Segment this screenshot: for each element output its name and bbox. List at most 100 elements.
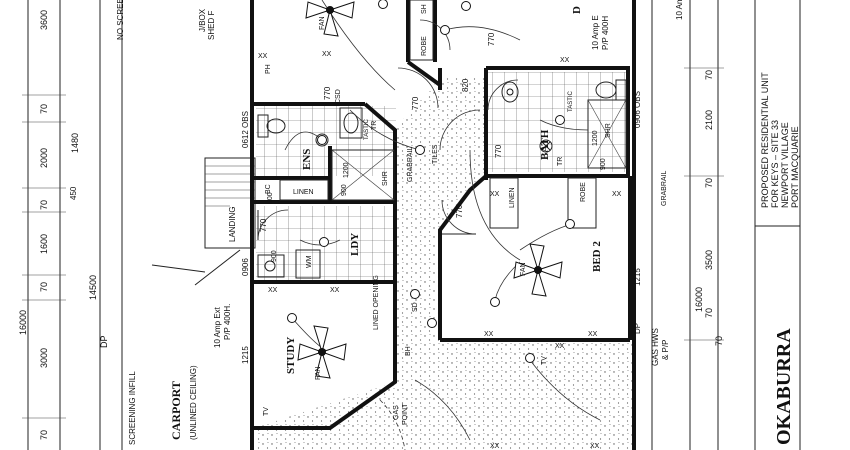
title-line-2: FOR KEYS – SITE 33 xyxy=(770,120,780,208)
annotations: J/BOX SHED F 0612 OBS 0906 OBS 0906 10 A… xyxy=(198,6,670,425)
room-label-ens: ENS xyxy=(301,149,313,170)
pp-top-label: P/P 400H xyxy=(601,16,610,50)
fan-label-bed2: FAN xyxy=(520,262,527,276)
linen-label-left: LINEN xyxy=(293,189,314,196)
obs-ldy-label: 0906 xyxy=(241,258,250,276)
light-icon xyxy=(565,219,575,229)
fan-label-top: FAN xyxy=(319,16,326,30)
socket-marker: XX xyxy=(590,443,600,450)
fan-icon xyxy=(305,1,355,37)
door-size: 1200 xyxy=(343,162,350,178)
bh-label: BH xyxy=(405,346,412,356)
landing-label: LANDING xyxy=(228,206,237,242)
door-size: 1200 xyxy=(592,130,599,146)
shr-label-bath: SHR xyxy=(605,123,612,138)
shr-label-ens: SHR xyxy=(382,171,389,186)
no-screening-label: NO SCREENING xyxy=(116,0,125,40)
socket-marker: XX xyxy=(588,331,598,338)
door-swings xyxy=(257,19,519,241)
fixtures xyxy=(257,0,627,279)
dim-right-1215b: 1215 xyxy=(241,346,250,364)
light-icon xyxy=(287,313,297,323)
gas-point-label: GAS xyxy=(393,405,400,420)
obs-bath-label: 0906 OBS xyxy=(633,91,642,128)
light-icon xyxy=(415,145,425,155)
d-top-label: D xyxy=(571,6,583,14)
tiles-label: TILES xyxy=(432,144,439,164)
screening-infill-label: SCREENING INFILL xyxy=(128,371,137,445)
dim-right-16000: 16000 xyxy=(694,287,704,312)
fan-icon xyxy=(297,325,347,379)
unlined-ceiling-label: (UNLINED CEILING) xyxy=(189,365,198,440)
tr-label-2: TR xyxy=(557,157,564,166)
room-label-bed2: BED 2 xyxy=(591,241,603,272)
light-icon xyxy=(410,289,420,299)
light-icon xyxy=(506,88,514,96)
door-size: 770 xyxy=(487,32,496,46)
title-line-4: PORT MACQUARIE xyxy=(790,126,800,208)
light-icon xyxy=(319,237,329,247)
right-dimensions: 70 2100 70 3500 70 16000 70 1215 1215 10… xyxy=(241,0,724,450)
dim-right-70d: 70 xyxy=(714,336,724,346)
amp-top-label: 10 Amp E xyxy=(591,15,600,50)
door-size: 770 xyxy=(455,204,464,218)
dim-right-70b: 70 xyxy=(704,178,714,188)
shed-label: SHED F xyxy=(207,11,216,40)
tr-label-1: TR xyxy=(371,121,378,130)
socket-markers: XX XX XX XX XX XX XX XX XX XX XX XX xyxy=(258,51,622,450)
door-size: 900 xyxy=(600,158,607,170)
hall-tiles xyxy=(395,78,486,340)
light-icon xyxy=(555,115,565,125)
door-size: 820 xyxy=(461,78,470,92)
project-name: OKABURRA xyxy=(773,328,795,445)
gas-hws-pp-label: & P/P xyxy=(661,340,670,360)
downpipe-label-right: DP xyxy=(633,323,642,334)
dim-right-70c: 70 xyxy=(704,308,714,318)
room-label-ldy: LDY xyxy=(349,233,361,256)
dim-left-1480: 1480 xyxy=(70,133,80,153)
gas-hws-label: GAS HWS xyxy=(651,328,660,366)
door-size: 770 xyxy=(259,218,268,232)
title-line-1: PROPOSED RESIDENTIAL UNIT xyxy=(760,72,770,208)
socket-marker: XX xyxy=(330,287,340,294)
pp-study-label: P/P 400H. xyxy=(223,304,232,340)
tv-label-2: TV xyxy=(541,356,548,365)
fan-label-study: FAN xyxy=(315,366,322,380)
dim-left-450: 450 xyxy=(69,186,78,200)
jbox-label: J/BOX xyxy=(198,8,207,32)
socket-marker: XX xyxy=(484,331,494,338)
door-size: 900 xyxy=(341,184,348,196)
light-icon xyxy=(317,135,327,145)
socket-marker: XX xyxy=(490,443,500,450)
socket-marker: XX xyxy=(322,51,332,58)
room-labels: ENS BATH BED 2 LDY STUDY LINEN LINEN ROB… xyxy=(285,4,612,380)
dim-left-70d: 70 xyxy=(39,430,49,440)
carport-label: CARPORT xyxy=(169,381,183,440)
heater-markers xyxy=(315,133,553,153)
light-icon xyxy=(461,1,471,11)
dim-left-70c: 70 xyxy=(39,282,49,292)
light-icon xyxy=(427,318,437,328)
amp-right-label: 10 Amp E xyxy=(675,0,684,20)
robe-label-right: ROBE xyxy=(580,182,587,202)
amp-study-label: 10 Amp Ext xyxy=(213,306,222,348)
lined-opening-label: LINED OPENING xyxy=(373,275,380,330)
downpipe-label-left: DP xyxy=(99,335,109,348)
csd-label: CSD xyxy=(335,89,342,104)
dim-right-70a: 70 xyxy=(704,70,714,80)
socket-marker: XX xyxy=(258,53,268,60)
tastic-label-2: TASTIC xyxy=(568,90,574,112)
room-label-bath: BATH xyxy=(539,129,551,160)
carport: CARPORT (UNLINED CEILING) xyxy=(151,249,241,440)
dim-left-70b: 70 xyxy=(39,200,49,210)
socket-marker: XX xyxy=(560,57,570,64)
socket-marker: XX xyxy=(612,191,622,198)
ph-label: PH xyxy=(265,64,272,74)
light-points xyxy=(287,0,575,363)
living-tiles xyxy=(255,340,635,450)
door-size: 770 xyxy=(411,96,420,110)
dim-left-16000: 16000 xyxy=(18,310,28,335)
socket-marker: XX xyxy=(268,287,278,294)
dim-right-1215a: 1215 xyxy=(633,268,642,286)
